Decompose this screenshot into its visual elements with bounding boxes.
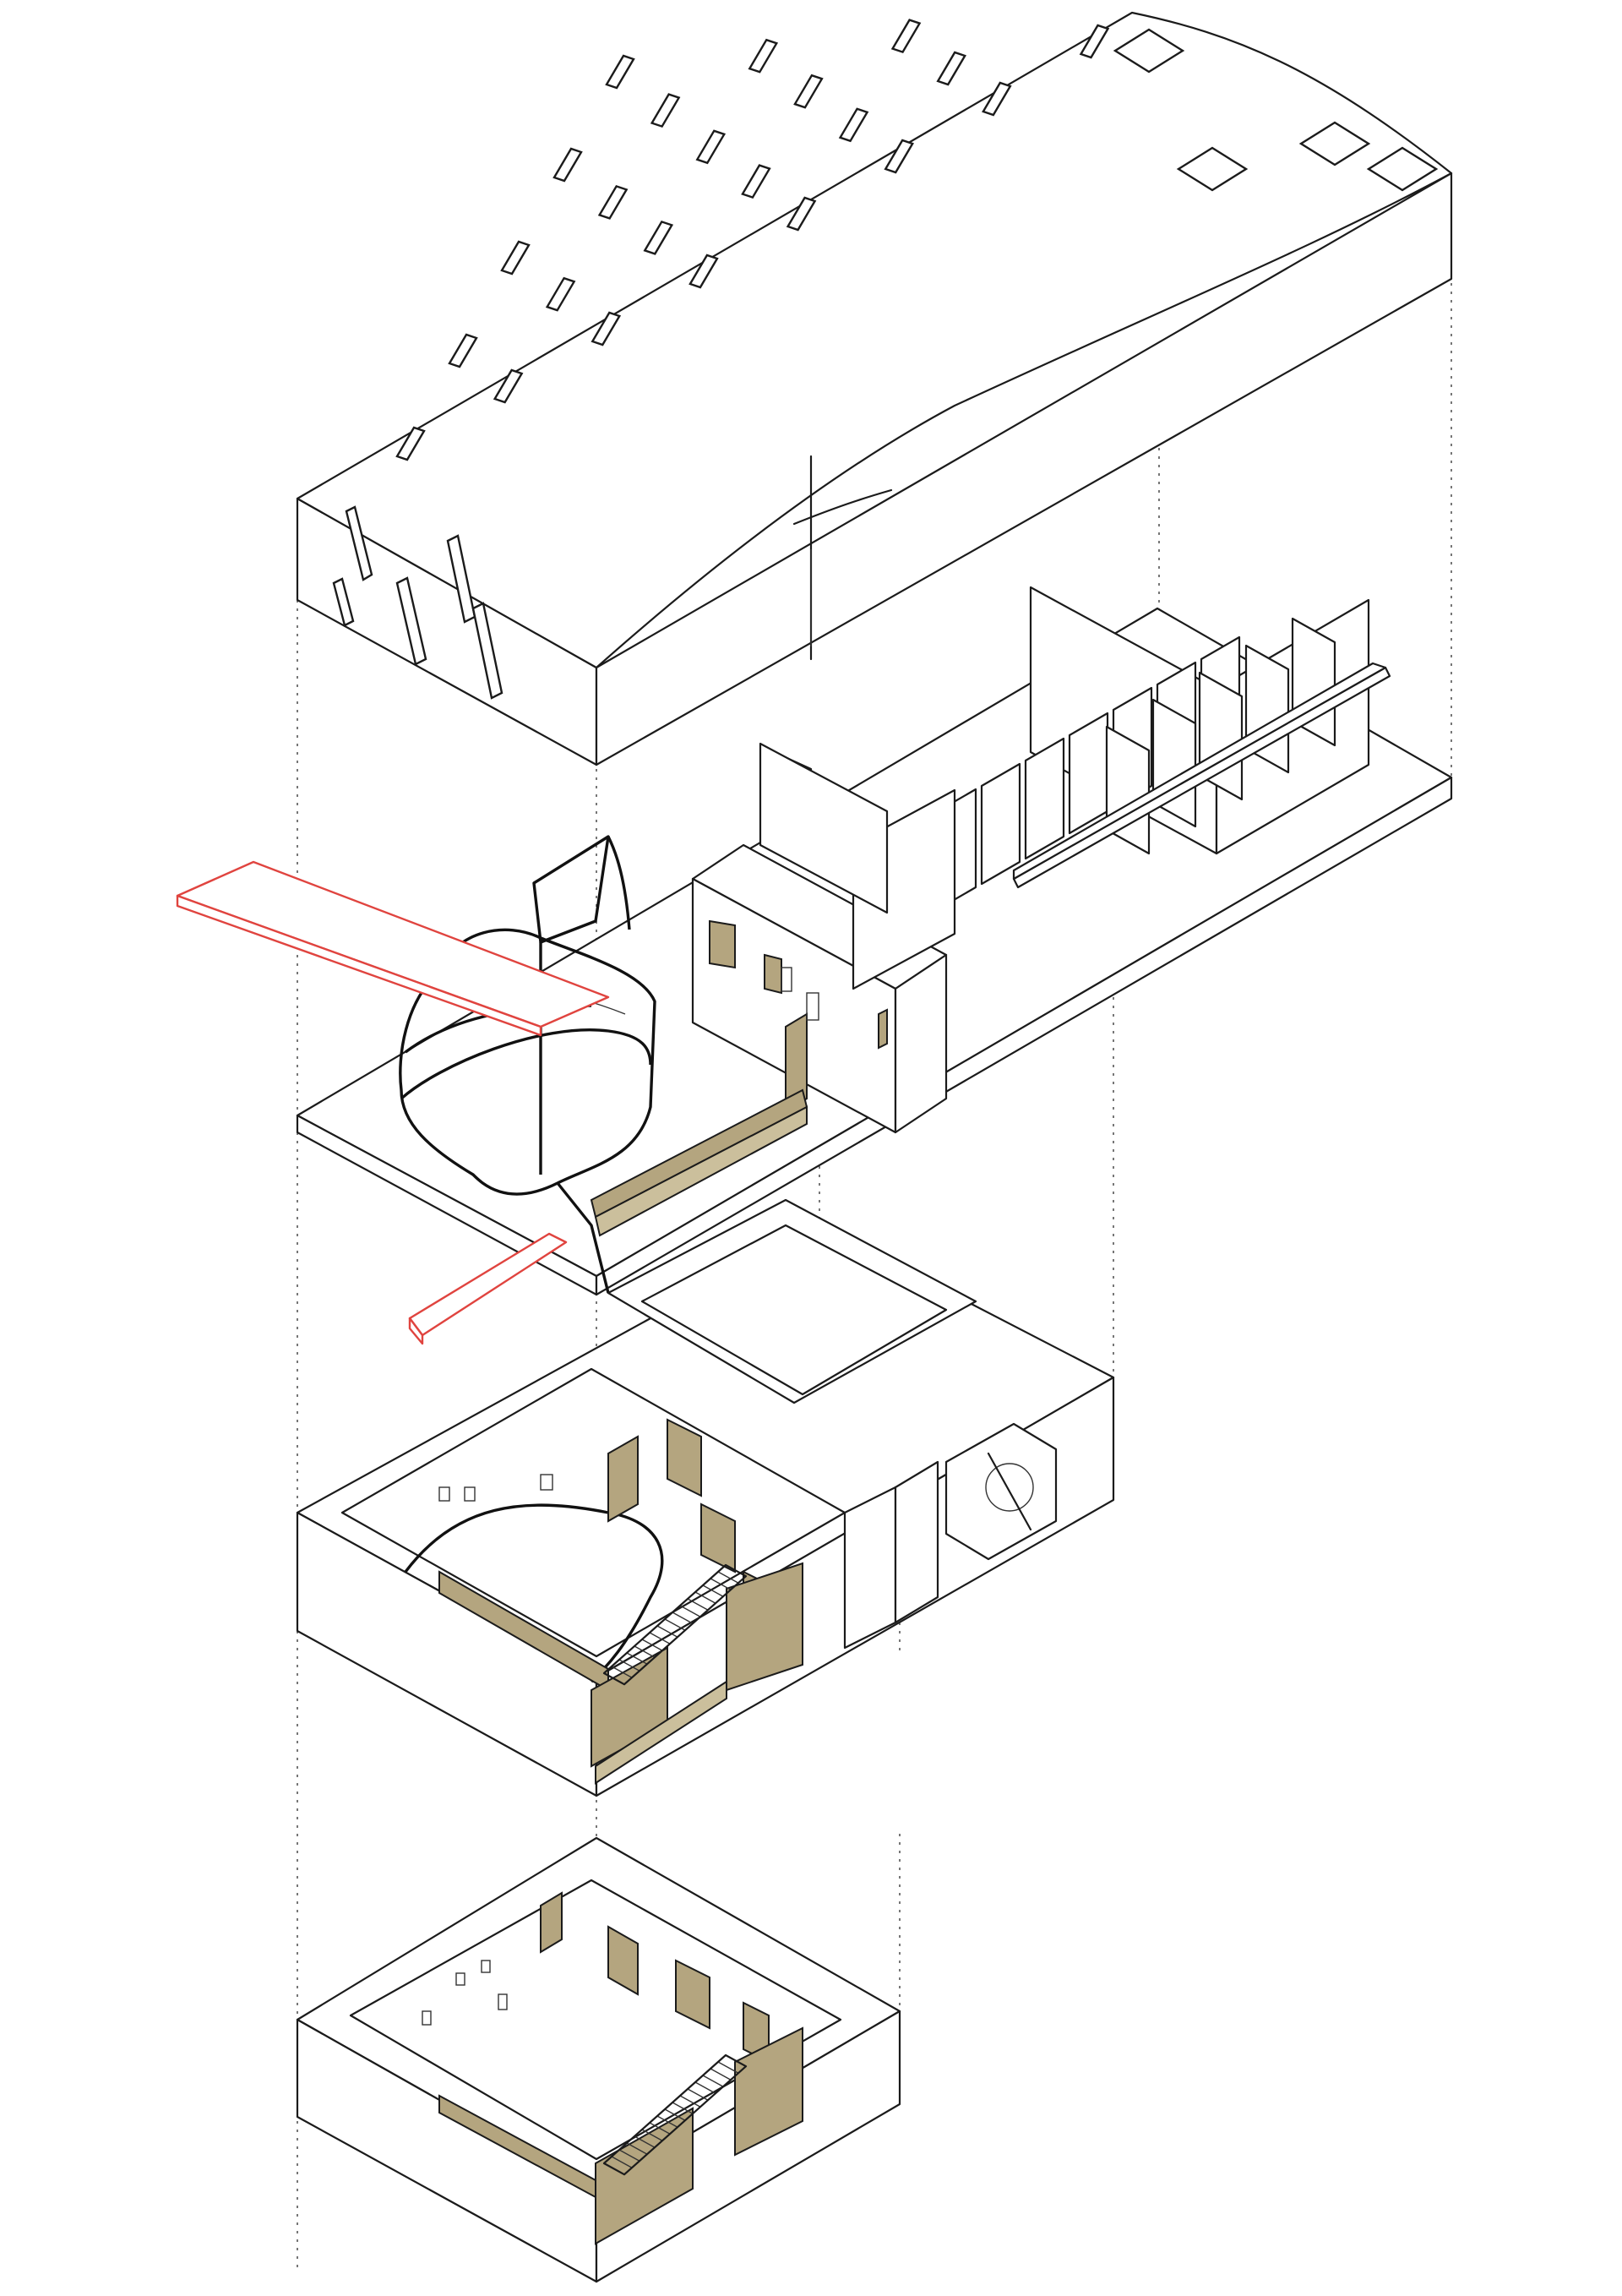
skylight (786, 196, 817, 232)
skylight-large (1298, 121, 1371, 166)
stair-tread (717, 2061, 739, 2074)
stair-tread (672, 2102, 694, 2114)
stair-tread (687, 2088, 709, 2101)
skylight (493, 368, 524, 404)
skylight (890, 19, 922, 54)
stair-tread (611, 2156, 633, 2168)
stair-tread (649, 1632, 671, 1644)
stair-tread (679, 1605, 701, 1617)
stair-tread (641, 1639, 663, 1651)
skylight (591, 311, 622, 346)
skylight (695, 129, 727, 165)
skylight (982, 81, 1012, 117)
skylight (395, 426, 426, 461)
stair-tread (687, 1598, 709, 1611)
skylight (884, 139, 914, 174)
lower-floor (296, 1836, 901, 2283)
skylight (748, 38, 779, 74)
skylight (936, 51, 966, 86)
stair-tread (618, 2149, 640, 2162)
skylight (552, 147, 583, 183)
skylight (1079, 24, 1110, 59)
skylight (741, 164, 771, 199)
skylight (793, 74, 824, 109)
stair-tread (702, 2075, 724, 2087)
stair-tread (710, 1578, 732, 1590)
middle-floor (296, 1198, 1115, 1797)
stair-tread (618, 1659, 640, 1672)
skylight-large (1366, 146, 1439, 192)
skylight-large (1176, 146, 1249, 192)
auditorium-loop (399, 835, 656, 1294)
stair-tread (656, 2115, 678, 2128)
stair-tread (702, 1584, 724, 1597)
stair-tread (634, 1645, 656, 1658)
skylight (605, 54, 635, 90)
office-partition (1068, 712, 1109, 835)
skylight (689, 254, 719, 289)
stair-tread (710, 2068, 732, 2081)
office-partition (1024, 737, 1065, 860)
skylight (643, 220, 674, 255)
stair-tread (611, 1666, 633, 1678)
stair-tread (634, 2135, 656, 2148)
stair-outline (602, 2053, 748, 2176)
stair-tread (664, 1618, 686, 1631)
stair-tread (626, 1652, 648, 1665)
skylight (448, 333, 478, 368)
skylight (545, 276, 576, 312)
stair-tread (649, 2122, 671, 2135)
skylight (597, 184, 629, 220)
skylight (650, 93, 681, 128)
stair-tread (664, 2108, 686, 2121)
circulation-path (176, 860, 610, 1345)
roof-skylights (395, 19, 1439, 461)
roof-volume (296, 11, 1453, 766)
stair-outline (602, 1563, 748, 1686)
skylight-large (1113, 28, 1185, 74)
upper-floor (296, 586, 1453, 1296)
stair-tread (626, 2142, 648, 2155)
stair-tread (679, 2095, 701, 2108)
stair-tread (672, 1612, 694, 1624)
stair-tread (694, 2081, 716, 2094)
stair-tread (641, 2129, 663, 2141)
stair-tread (694, 1591, 716, 1604)
skylight (500, 240, 531, 275)
skylight (838, 107, 869, 143)
stair-tread (656, 1625, 678, 1638)
stair-tread (717, 1571, 739, 1584)
office-partition (980, 762, 1021, 886)
